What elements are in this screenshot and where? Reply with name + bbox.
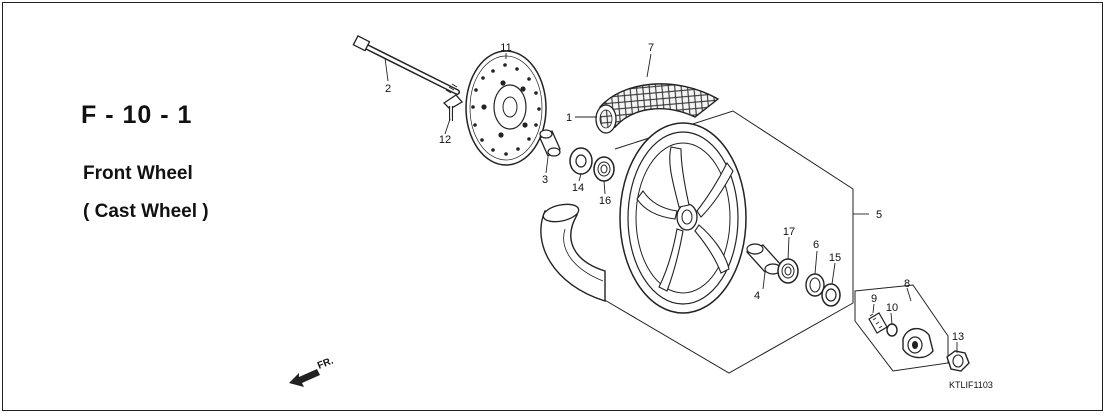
section-code: F - 10 - 1 (81, 101, 193, 129)
axle-shaft (352, 34, 460, 95)
distance-collar (539, 129, 561, 157)
callout-14: 14 (572, 182, 584, 194)
inner-collar (745, 243, 783, 275)
callout-3: 3 (542, 174, 548, 186)
disc-bolt (442, 94, 464, 121)
direction-label: FR. (316, 355, 335, 371)
callout-6: 6 (813, 239, 819, 251)
callout-labels: 1 2 3 4 5 6 7 8 9 10 11 12 13 14 15 16 1… (385, 42, 964, 343)
callout-2: 2 (385, 83, 391, 95)
o-ring (886, 323, 898, 337)
title-line-1: Front Wheel (83, 163, 193, 184)
callout-10: 10 (886, 302, 898, 314)
callout-15: 15 (829, 252, 841, 264)
oil-seal (821, 283, 841, 307)
exploded-parts-diagram: 1 2 3 4 5 6 7 8 9 10 11 12 13 14 15 16 1… (289, 34, 993, 390)
title-line-2: ( Cast Wheel ) (83, 201, 209, 222)
callout-9: 9 (871, 293, 877, 305)
front-direction-arrow-icon (289, 369, 320, 387)
callout-1: 1 (566, 112, 572, 124)
callout-5: 5 (876, 209, 882, 221)
brake-disc (465, 50, 547, 166)
wheel-assembly-outline (602, 110, 854, 374)
callout-13: 13 (952, 331, 964, 343)
meter-gearbox (902, 328, 934, 359)
callout-7: 7 (648, 42, 654, 54)
bearing-right (777, 258, 799, 284)
mud-guard (540, 203, 606, 302)
bearing-left (593, 156, 615, 182)
leader-lines (384, 53, 958, 353)
figure-code: KTLIF1103 (949, 380, 993, 390)
callout-4: 4 (754, 290, 760, 302)
diagram-frame: F - 10 - 1 Front Wheel ( Cast Wheel ) (2, 2, 1103, 411)
dust-seal (569, 147, 593, 175)
callout-17: 17 (783, 226, 795, 238)
meter-gear-outline (854, 284, 949, 372)
callout-8: 8 (904, 278, 910, 290)
cast-wheel (619, 122, 747, 314)
axle-nut (946, 350, 970, 372)
callout-16: 16 (599, 195, 611, 207)
callout-12: 12 (439, 134, 451, 146)
callout-11: 11 (500, 42, 511, 54)
meter-gear (868, 312, 888, 334)
tire (595, 83, 720, 134)
retainer (805, 273, 825, 297)
